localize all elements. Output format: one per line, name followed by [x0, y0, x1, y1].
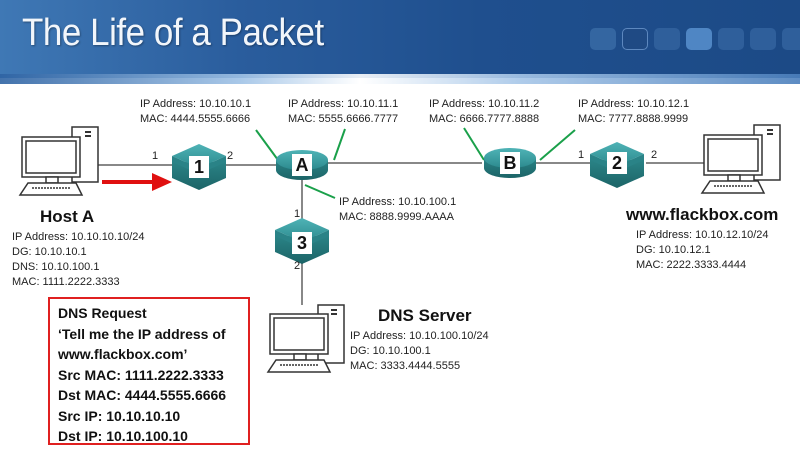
dns-request-line: Dst MAC: 4444.5555.6666 — [58, 387, 227, 403]
dns-request-box: DNS Request ‘Tell me the IP address of w… — [48, 297, 250, 445]
nav-square — [782, 28, 800, 50]
dns-server-ip: IP Address: 10.10.100.10/24 — [350, 330, 489, 342]
host-a-dns: DNS: 10.10.100.1 — [12, 261, 100, 273]
flackbox-computer-icon — [700, 124, 781, 194]
flackbox-name: www.flackbox.com — [626, 205, 779, 224]
dns-request-line: Src MAC: 1111.2222.3333 — [58, 366, 224, 383]
dns-server-dg: DG: 10.10.100.1 — [350, 345, 431, 357]
banner-highlight — [0, 74, 800, 84]
interface-label-b-left: IP Address: 10.10.11.2 MAC: 6666.7777.88… — [429, 97, 539, 127]
nav-square — [590, 28, 616, 50]
callout-line — [255, 129, 279, 161]
title-banner: The Life of a Packet — [0, 0, 800, 78]
switch-1-port-2: 2 — [227, 150, 234, 162]
packet-direction-arrow-icon — [102, 173, 172, 191]
interface-label-a-right: IP Address: 10.10.11.1 MAC: 5555.6666.77… — [288, 97, 398, 127]
dns-server-computer-icon — [266, 304, 345, 373]
interface-label-b-right: IP Address: 10.10.12.1 MAC: 7777.8888.99… — [578, 97, 689, 127]
links — [98, 162, 704, 305]
nav-square — [718, 28, 744, 50]
dns-request-line: www.flackbox.com’ — [58, 346, 188, 362]
callout-line — [463, 127, 485, 161]
host-a-computer-icon — [18, 126, 99, 196]
flackbox-mac: MAC: 2222.3333.4444 — [636, 259, 747, 271]
dns-server-details: IP Address: 10.10.100.10/24 DG: 10.10.10… — [350, 329, 489, 374]
switch-2-port-1: 1 — [578, 149, 585, 161]
flackbox-ip: IP Address: 10.10.12.10/24 — [636, 229, 769, 241]
dns-server-mac: MAC: 3333.4444.5555 — [350, 360, 461, 372]
interface-mac: MAC: 8888.9999.AAAA — [339, 211, 454, 223]
switch-3-label: 3 — [292, 232, 312, 254]
flackbox-dg: DG: 10.10.12.1 — [636, 244, 711, 256]
switch-3-port-2: 2 — [294, 260, 301, 272]
nav-square — [654, 28, 680, 50]
router-b-label: B — [500, 152, 520, 174]
callout-line — [304, 184, 336, 199]
switch-2-label: 2 — [607, 152, 627, 174]
host-a-details: IP Address: 10.10.10.10/24 DG: 10.10.10.… — [12, 230, 145, 290]
dns-request-line: DNS Request — [58, 305, 147, 321]
nav-square — [622, 28, 648, 50]
page-title: The Life of a Packet — [22, 12, 324, 54]
switch-2-port-2: 2 — [651, 149, 658, 161]
host-a-mac: MAC: 1111.2222.3333 — [12, 276, 120, 288]
flackbox-details: IP Address: 10.10.12.10/24 DG: 10.10.12.… — [636, 228, 769, 273]
slide-nav-squares — [590, 28, 800, 50]
interface-mac: MAC: 4444.5555.6666 — [140, 113, 251, 125]
switch-1-port-1: 1 — [152, 150, 159, 162]
callout-line — [333, 128, 346, 161]
interface-mac: MAC: 7777.8888.9999 — [578, 113, 689, 125]
host-a-name: Host A — [40, 207, 95, 226]
interface-mac: MAC: 6666.7777.8888 — [429, 113, 540, 125]
interface-ip: IP Address: 10.10.11.1 — [288, 98, 399, 110]
host-a-dg: DG: 10.10.10.1 — [12, 246, 87, 258]
dns-request-line: Src IP: 10.10.10.10 — [58, 407, 181, 424]
interface-ip: IP Address: 10.10.10.1 — [140, 98, 252, 110]
nav-square — [686, 28, 712, 50]
callout-lines — [255, 127, 576, 199]
switch-1-label: 1 — [189, 156, 209, 178]
callout-line — [539, 129, 576, 161]
dns-server-name: DNS Server — [378, 306, 472, 325]
dns-request-line: ‘Tell me the IP address of — [58, 325, 226, 342]
interface-mac: MAC: 5555.6666.7777 — [288, 113, 399, 125]
nav-square — [750, 28, 776, 50]
interface-label-a-down: IP Address: 10.10.100.1 MAC: 8888.9999.A… — [339, 195, 456, 225]
router-a-label: A — [292, 154, 312, 176]
interface-ip: IP Address: 10.10.12.1 — [578, 98, 690, 110]
interface-ip: IP Address: 10.10.11.2 — [429, 98, 540, 110]
dns-request-line: Dst IP: 10.10.100.10 — [58, 428, 188, 444]
interface-label-a-left: IP Address: 10.10.10.1 MAC: 4444.5555.66… — [140, 97, 251, 127]
interface-ip: IP Address: 10.10.100.1 — [339, 196, 457, 208]
host-a-ip: IP Address: 10.10.10.10/24 — [12, 231, 145, 243]
switch-3-port-1: 1 — [294, 208, 301, 220]
